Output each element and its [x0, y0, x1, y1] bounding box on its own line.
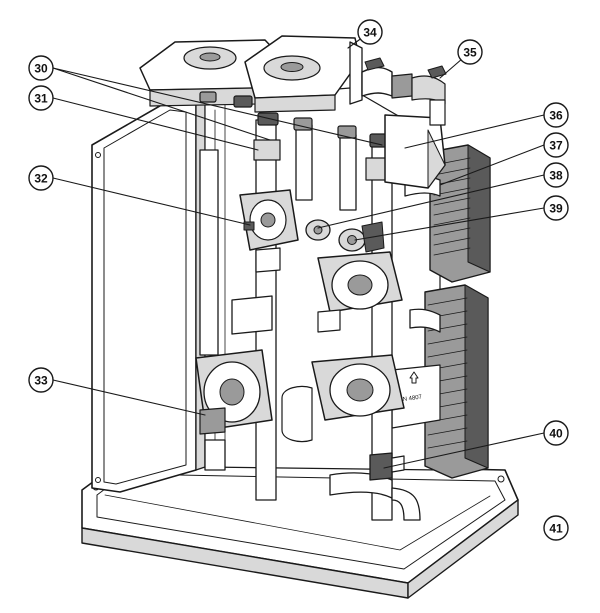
callout-33-label: 33: [34, 374, 48, 388]
heat-exchanger-upper: [429, 144, 491, 283]
callout-36-label: 36: [549, 109, 563, 123]
type-plate-text: DIN 4807: [396, 394, 423, 404]
manifold-block: [384, 114, 446, 189]
flow-sensor: [369, 452, 405, 481]
leader-30b: [52, 67, 383, 146]
leader-30a: [52, 67, 271, 141]
circulation-pump-lower: [281, 354, 405, 443]
heat-exchanger-lower: [424, 284, 489, 479]
callout-32: 32: [28, 165, 54, 191]
callout-40: 40: [543, 420, 569, 446]
callout-40-label: 40: [549, 427, 563, 441]
callout-34: 34: [357, 19, 383, 45]
safety-valve-assembly: [361, 57, 447, 126]
callout-37: 37: [543, 132, 569, 158]
leader-38: [317, 174, 545, 229]
callout-38: 38: [543, 162, 569, 188]
leader-33: [52, 379, 206, 416]
leader-36: [404, 114, 545, 149]
callout-35-label: 35: [463, 46, 477, 60]
callout-31: 31: [28, 85, 54, 111]
leader-31: [52, 97, 259, 151]
callout-34-label: 34: [363, 26, 377, 40]
callout-41: 41: [543, 515, 569, 541]
callout-33: 33: [28, 367, 54, 393]
callout-39: 39: [543, 195, 569, 221]
callout-38-label: 38: [549, 169, 563, 183]
leader-37: [439, 144, 545, 186]
sensor-38: [305, 219, 331, 241]
callout-30: 30: [28, 55, 54, 81]
mixing-valve: [239, 189, 299, 273]
callout-32-label: 32: [34, 172, 48, 186]
top-control-module: [139, 35, 363, 113]
callout-37-label: 37: [549, 139, 563, 153]
heating-pump: [195, 295, 273, 435]
callout-31-label: 31: [34, 92, 48, 106]
leader-32: [52, 177, 251, 226]
leader-40: [383, 432, 545, 469]
leader-39: [354, 207, 545, 241]
callout-39-label: 39: [549, 202, 563, 216]
callout-35: 35: [457, 39, 483, 65]
circulation-pump-upper: [317, 251, 403, 333]
callout-30-label: 30: [34, 62, 48, 76]
callout-41-label: 41: [549, 522, 563, 536]
leader-lines: [52, 31, 545, 469]
callout-36: 36: [543, 102, 569, 128]
